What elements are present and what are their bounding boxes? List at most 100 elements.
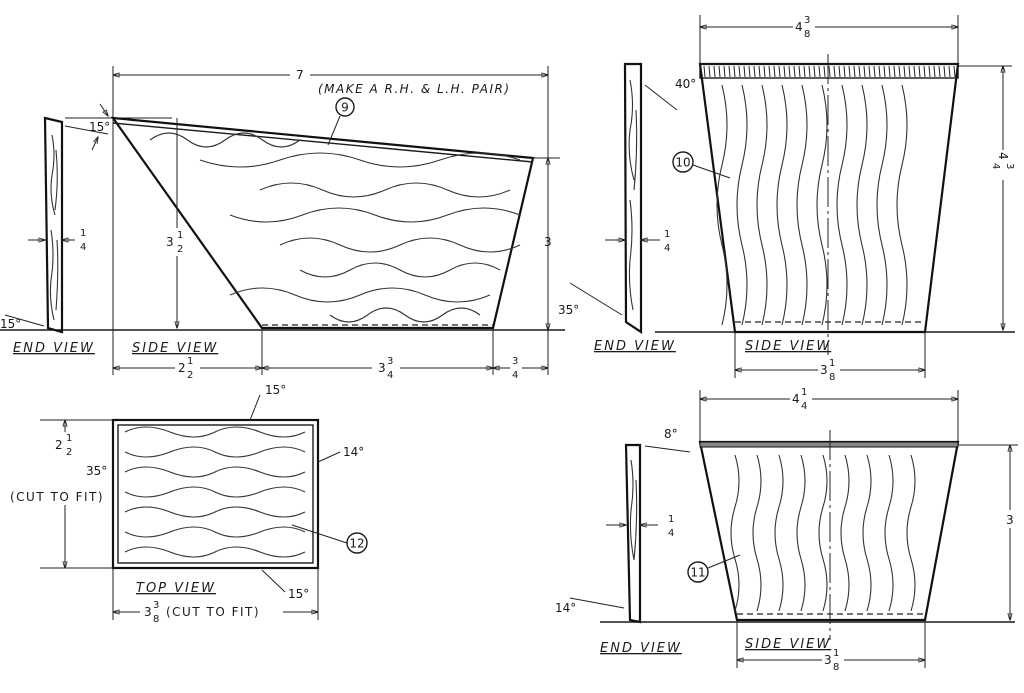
grain-line — [788, 65, 791, 78]
grain-line — [124, 526, 306, 538]
grain-line — [776, 84, 788, 326]
grain-line — [738, 65, 741, 78]
grain-line — [758, 65, 761, 78]
grain-line — [299, 262, 501, 278]
angle-top: 15° — [265, 383, 286, 397]
grain-line — [783, 65, 786, 78]
dim-height-left: 3 1 2 — [166, 230, 183, 255]
grain-line — [868, 65, 871, 78]
svg-text:8: 8 — [804, 29, 810, 40]
grain-line — [803, 65, 806, 78]
grain-line — [199, 152, 521, 168]
angle-arrow — [99, 103, 108, 116]
grain-line — [858, 65, 861, 78]
angle-line — [569, 597, 625, 609]
grain-line — [813, 65, 816, 78]
grain-line — [796, 454, 806, 612]
grain-line — [906, 454, 916, 612]
top-view-label: TOP VIEW — [136, 581, 216, 596]
svg-text:2: 2 — [178, 361, 186, 375]
angle-arrow — [91, 137, 98, 151]
grain-line — [818, 65, 821, 78]
grain-line — [752, 454, 762, 612]
wood-grain — [629, 459, 638, 561]
grain-line — [848, 65, 851, 78]
svg-text:3: 3 — [824, 653, 832, 667]
grain-line — [856, 84, 868, 326]
grain-line — [798, 65, 801, 78]
svg-text:3: 3 — [1004, 163, 1015, 169]
leader-line — [327, 115, 341, 146]
balloon-9-number: 9 — [341, 101, 349, 115]
svg-text:3: 3 — [153, 600, 159, 611]
grain-line — [718, 65, 721, 78]
grain-line — [279, 237, 521, 253]
grain-line — [928, 65, 931, 78]
grain-line — [728, 65, 731, 78]
svg-text:1: 1 — [668, 514, 674, 525]
part-9-end-view: 1 4 15° 15° END VIEW — [0, 103, 110, 356]
wood-grain — [628, 79, 638, 311]
svg-text:4: 4 — [792, 392, 800, 406]
grain-line — [756, 84, 768, 326]
svg-text:1: 1 — [829, 358, 835, 369]
wood-grain — [124, 426, 306, 558]
angle-line — [644, 84, 678, 111]
grain-line — [703, 65, 706, 78]
grain-line — [838, 65, 841, 78]
dim-height-right: 3 — [544, 235, 552, 249]
top-edge-bevel — [699, 63, 959, 79]
angle-top: 40° — [675, 77, 696, 91]
svg-text:4: 4 — [664, 243, 670, 254]
svg-text:8: 8 — [833, 662, 839, 673]
grain-line — [229, 287, 491, 303]
grain-line — [748, 65, 751, 78]
grain-line — [736, 84, 748, 326]
grain-line — [124, 506, 306, 518]
grain-line — [913, 65, 916, 78]
grain-line — [843, 65, 846, 78]
svg-text:3: 3 — [144, 605, 152, 619]
end-view-outline — [43, 116, 64, 334]
grain-line — [823, 65, 826, 78]
svg-text:3: 3 — [820, 363, 828, 377]
part-11-side-view: 4 1 4 3 3 1 8 11 SIDE VIEW — [600, 387, 1018, 673]
grain-line — [716, 84, 728, 326]
grain-line — [953, 65, 956, 78]
angle-line — [569, 282, 623, 316]
edge-hatching — [703, 65, 956, 78]
svg-text:3: 3 — [804, 15, 810, 26]
svg-text:2: 2 — [66, 447, 72, 458]
grain-line — [743, 65, 746, 78]
grain-line — [863, 65, 866, 78]
side-view-label: SIDE VIEW — [745, 637, 831, 652]
leader-line — [249, 394, 261, 421]
part-9-side-view: 7 (MAKE A R.H. & L.H. PAIR) 9 3 1 2 3 2 … — [0, 66, 565, 381]
grain-line — [730, 454, 740, 612]
grain-line — [948, 65, 951, 78]
grain-line — [229, 207, 521, 223]
svg-text:2: 2 — [55, 438, 63, 452]
svg-text:8: 8 — [829, 372, 835, 383]
leader-line — [692, 164, 731, 179]
grain-line — [816, 84, 828, 326]
balloon-10 — [672, 151, 694, 173]
wood-grain — [730, 454, 916, 612]
grain-line — [818, 454, 828, 612]
angle-bottom: 15° — [0, 317, 21, 331]
grain-line — [828, 65, 831, 78]
grain-line — [903, 65, 906, 78]
svg-text:3: 3 — [166, 235, 174, 249]
part-10-outline — [698, 62, 960, 334]
grain-line — [898, 65, 901, 78]
part-12-outline — [111, 418, 320, 570]
svg-text:1: 1 — [80, 228, 86, 239]
svg-text:1: 1 — [664, 229, 670, 240]
svg-text:8: 8 — [153, 614, 159, 625]
svg-text:1: 1 — [801, 387, 807, 398]
grain-line — [808, 65, 811, 78]
grain-line — [773, 65, 776, 78]
angle-line — [64, 125, 109, 135]
side-view-label: SIDE VIEW — [745, 339, 831, 354]
pair-note: (MAKE A R.H. & L.H. PAIR) — [318, 82, 511, 96]
